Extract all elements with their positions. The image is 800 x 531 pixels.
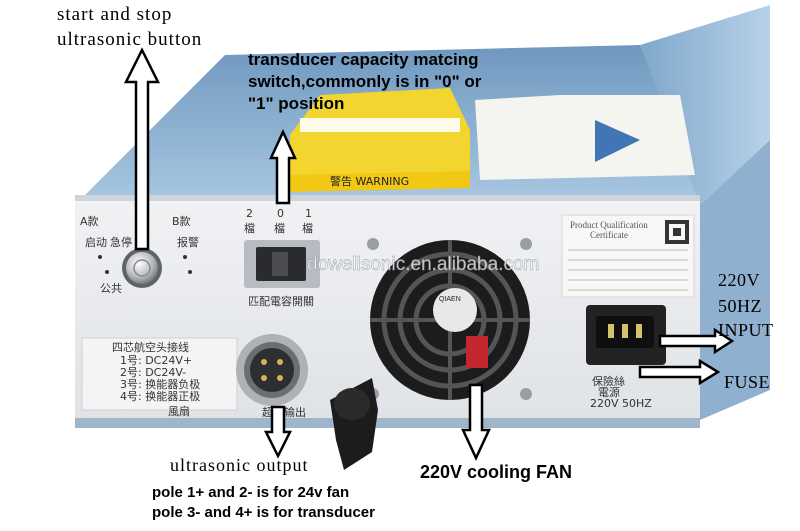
power-label-line1: 220V bbox=[718, 270, 760, 290]
output-annotation-title: ultrasonic output bbox=[170, 455, 309, 475]
fan-annotation: 220V cooling FAN bbox=[420, 462, 573, 482]
arrow-start-stop bbox=[123, 47, 161, 251]
cert-subtitle: Certificate bbox=[590, 230, 628, 240]
capacity-label-line3: "1" position bbox=[248, 94, 345, 113]
switch-pos-2: 2 bbox=[246, 207, 253, 220]
arrow-fuse bbox=[638, 358, 721, 386]
start-stop-button[interactable] bbox=[122, 248, 162, 288]
arrow-output bbox=[263, 405, 293, 459]
power-label-line2: 50HZ bbox=[718, 296, 762, 316]
aviation-title: 四芯航空头接线 bbox=[112, 340, 189, 354]
watermark: dowellsonic.en.alibaba.com bbox=[307, 254, 539, 275]
power-label: 電源 bbox=[598, 385, 620, 399]
aviation-label bbox=[81, 337, 238, 411]
start-stop-label-line1: start and stop bbox=[57, 4, 173, 25]
switch-gear-0: 檔 bbox=[274, 221, 285, 235]
output-annotation-line1: pole 1+ and 2- is for 24v fan bbox=[152, 484, 350, 501]
switch-gear-2: 檔 bbox=[244, 221, 255, 235]
aviation-pin3: 3号: 换能器负极 bbox=[120, 377, 200, 391]
fuse-annotation: FUSE bbox=[724, 372, 771, 392]
start-stop-label-line2: ultrasonic button bbox=[57, 29, 203, 50]
aviation-connector[interactable] bbox=[236, 334, 308, 406]
power-label-line3: INPUT bbox=[718, 320, 774, 340]
cooling-fan: QIAEN bbox=[370, 240, 530, 400]
certificate-sticker: Product Qualification Certificate bbox=[561, 214, 695, 298]
b-type-label: B款 bbox=[172, 214, 191, 228]
fan-brand: QIAEN bbox=[439, 296, 461, 303]
annotation-arrows bbox=[123, 47, 735, 461]
fan-label: 風扇 bbox=[168, 404, 190, 418]
start-label: 启动 bbox=[85, 236, 107, 249]
aviation-pin4: 4号: 换能器正极 bbox=[120, 389, 200, 403]
arrow-capacity bbox=[269, 129, 297, 205]
top-sticker bbox=[475, 95, 695, 180]
arrow-input bbox=[658, 327, 735, 355]
fuse-label: 保險絲 bbox=[592, 374, 625, 388]
switch-pos-0: 0 bbox=[277, 207, 284, 220]
power-rating: 220V 50HZ bbox=[590, 397, 652, 410]
warning-text: 警告 WARNING bbox=[330, 174, 409, 188]
estop-label: 急停 bbox=[110, 235, 132, 249]
capacity-switch[interactable] bbox=[244, 240, 320, 288]
switch-pos-1: 1 bbox=[305, 207, 312, 220]
aviation-pin1: 1号: DC24V+ bbox=[120, 354, 192, 367]
power-inlet[interactable] bbox=[586, 305, 666, 365]
a-type-label: A款 bbox=[80, 214, 99, 228]
capacity-label-line1: transducer capacity matcing bbox=[248, 50, 479, 69]
common-label: 公共 bbox=[100, 282, 122, 295]
capacity-label-line2: switch,commonly is in "0" or bbox=[248, 72, 482, 91]
cert-title: Product Qualification bbox=[570, 220, 648, 230]
output-annotation-line2: pole 3- and 4+ is for transducer bbox=[152, 504, 375, 521]
switch-gear-1: 檔 bbox=[302, 221, 313, 235]
connector-cap bbox=[330, 378, 378, 470]
aviation-pin2: 2号: DC24V- bbox=[120, 366, 186, 379]
warning-label: 警告 WARNING bbox=[290, 88, 470, 192]
housing-side bbox=[640, 5, 770, 205]
alarm-label: 报警 bbox=[177, 235, 199, 249]
switch-caption: 匹配電容開關 bbox=[248, 294, 314, 308]
arrow-fan bbox=[461, 383, 491, 461]
